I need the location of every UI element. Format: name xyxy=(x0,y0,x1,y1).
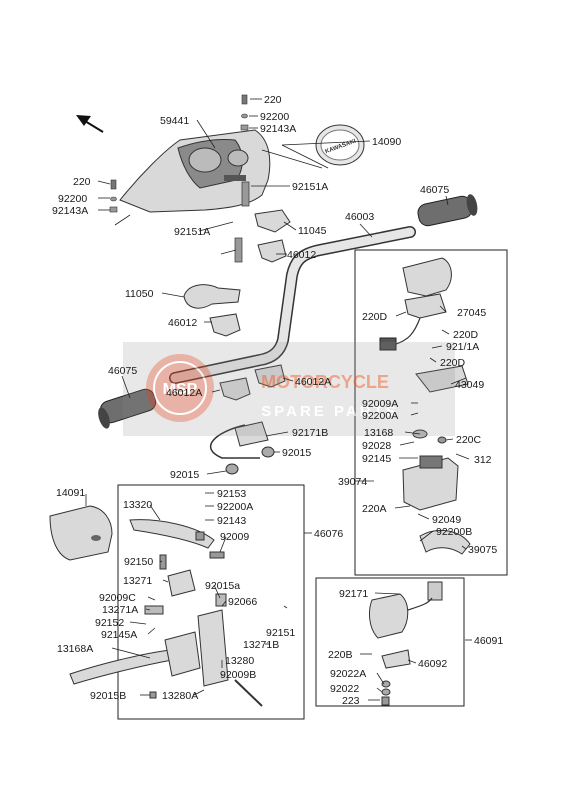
label-921-1A: 921/1A xyxy=(446,341,479,353)
label-27045: 27045 xyxy=(457,307,486,319)
label-92151: 92151 xyxy=(266,627,295,639)
label-92143A-left: 92143A xyxy=(52,205,88,217)
lever-holder-part xyxy=(197,609,229,687)
label-92171: 92171 xyxy=(339,588,368,600)
label-92151A-b: 92151A xyxy=(174,226,210,238)
top-bolt-set xyxy=(240,94,249,131)
emblem-part: KAWASAKI xyxy=(315,124,365,166)
right-grip-part xyxy=(417,194,478,227)
label-92015-b: 92015 xyxy=(170,469,199,481)
label-92200A-r: 92200A xyxy=(362,410,398,422)
leader-lines xyxy=(85,98,472,701)
label-92145: 92145 xyxy=(362,453,391,465)
label-59441: 59441 xyxy=(160,115,189,127)
label-46012A-a: 46012A xyxy=(166,387,202,399)
right-switch-group-box xyxy=(354,249,508,576)
label-46076: 46076 xyxy=(314,528,343,540)
throttle-sleeve-part xyxy=(419,529,471,555)
throttle-housing-lower xyxy=(402,429,459,511)
label-39075: 39075 xyxy=(468,544,497,556)
label-92022A: 92022A xyxy=(330,668,366,680)
label-46091: 46091 xyxy=(474,635,503,647)
watermark-brand: MOTORCYCLE xyxy=(261,372,389,392)
label-220-left: 220 xyxy=(73,176,91,188)
label-92200-top: 92200 xyxy=(260,111,289,123)
meter-cover-part xyxy=(119,129,271,213)
label-220A: 220A xyxy=(362,503,387,515)
left-grip-part xyxy=(98,388,157,429)
label-312: 312 xyxy=(474,454,492,466)
label-46012-b: 46012 xyxy=(168,317,197,329)
label-220D-c: 220D xyxy=(440,357,466,369)
label-92143: 92143 xyxy=(217,515,246,527)
label-92171B: 92171B xyxy=(292,427,328,439)
choke-cover-part xyxy=(49,505,113,561)
label-92143A-top: 92143A xyxy=(260,123,296,135)
label-11045: 11045 xyxy=(298,225,327,237)
label-46075-left: 46075 xyxy=(108,365,137,377)
label-92152: 92152 xyxy=(95,617,124,629)
label-92200-left: 92200 xyxy=(58,193,87,205)
label-46003: 46003 xyxy=(345,211,374,223)
label-92151A-a: 92151A xyxy=(292,181,328,193)
label-92145A: 92145A xyxy=(101,629,137,641)
label-13280: 13280 xyxy=(225,655,254,667)
switch-pad-part xyxy=(415,365,469,393)
label-92066: 92066 xyxy=(228,596,257,608)
watermark-subtitle: SPARE PARTS xyxy=(261,403,398,420)
label-46092: 46092 xyxy=(418,658,447,670)
label-92015B: 92015B xyxy=(90,690,126,702)
label-92150: 92150 xyxy=(124,556,153,568)
label-39074: 39074 xyxy=(338,476,367,488)
label-92028: 92028 xyxy=(362,440,391,452)
label-220D-a: 220D xyxy=(362,311,388,323)
handlebar-part xyxy=(169,226,416,384)
watermark: MSP MOTORCYCLE SPARE PARTS xyxy=(123,342,455,436)
label-46012A-b: 46012A xyxy=(295,376,331,388)
label-92009C: 92009C xyxy=(99,592,136,604)
label-46075-top: 46075 xyxy=(420,184,449,196)
label-13168A: 13168A xyxy=(57,643,93,655)
label-220-top: 220 xyxy=(264,94,282,106)
label-14090: 14090 xyxy=(372,136,401,148)
label-92009B: 92009B xyxy=(220,669,256,681)
label-13280A: 13280A xyxy=(162,690,198,702)
label-13168: 13168 xyxy=(364,427,393,439)
part-labels: 220 92200 92143A 59441 14090 220 92200 9… xyxy=(52,94,503,707)
label-11050: 11050 xyxy=(125,288,154,300)
label-92200A-l: 92200A xyxy=(217,501,253,513)
left-bolt-set xyxy=(109,179,118,213)
label-220C: 220C xyxy=(456,434,482,446)
label-13271: 13271 xyxy=(123,575,152,587)
label-46012-a: 46012 xyxy=(287,249,316,261)
label-14091: 14091 xyxy=(56,487,85,499)
watermark-badge: MSP xyxy=(163,381,198,398)
label-92009: 92009 xyxy=(220,531,249,543)
clutch-lever-part xyxy=(69,649,173,685)
throttle-housing-upper xyxy=(379,257,452,351)
label-92009A: 92009A xyxy=(362,398,398,410)
label-92022: 92022 xyxy=(330,683,359,695)
label-13271A: 13271A xyxy=(102,604,138,616)
label-92049: 92049 xyxy=(432,514,461,526)
label-223: 223 xyxy=(342,695,360,707)
direction-arrow-icon xyxy=(76,115,104,133)
label-13320: 13320 xyxy=(123,499,152,511)
choke-lever-part xyxy=(129,519,215,549)
label-92153: 92153 xyxy=(217,488,246,500)
label-92015a: 92015a xyxy=(205,580,240,592)
left-lever-group-box xyxy=(117,484,305,720)
label-43049: 43049 xyxy=(455,379,484,391)
label-220B: 220B xyxy=(328,649,353,661)
label-92200B: 92200B xyxy=(436,526,472,538)
left-switch-group-box xyxy=(315,577,465,707)
left-switch-housing-part xyxy=(369,581,443,706)
label-220D-b: 220D xyxy=(453,329,479,341)
label-13271B: 13271B xyxy=(243,639,279,651)
label-92015-a: 92015 xyxy=(282,447,311,459)
